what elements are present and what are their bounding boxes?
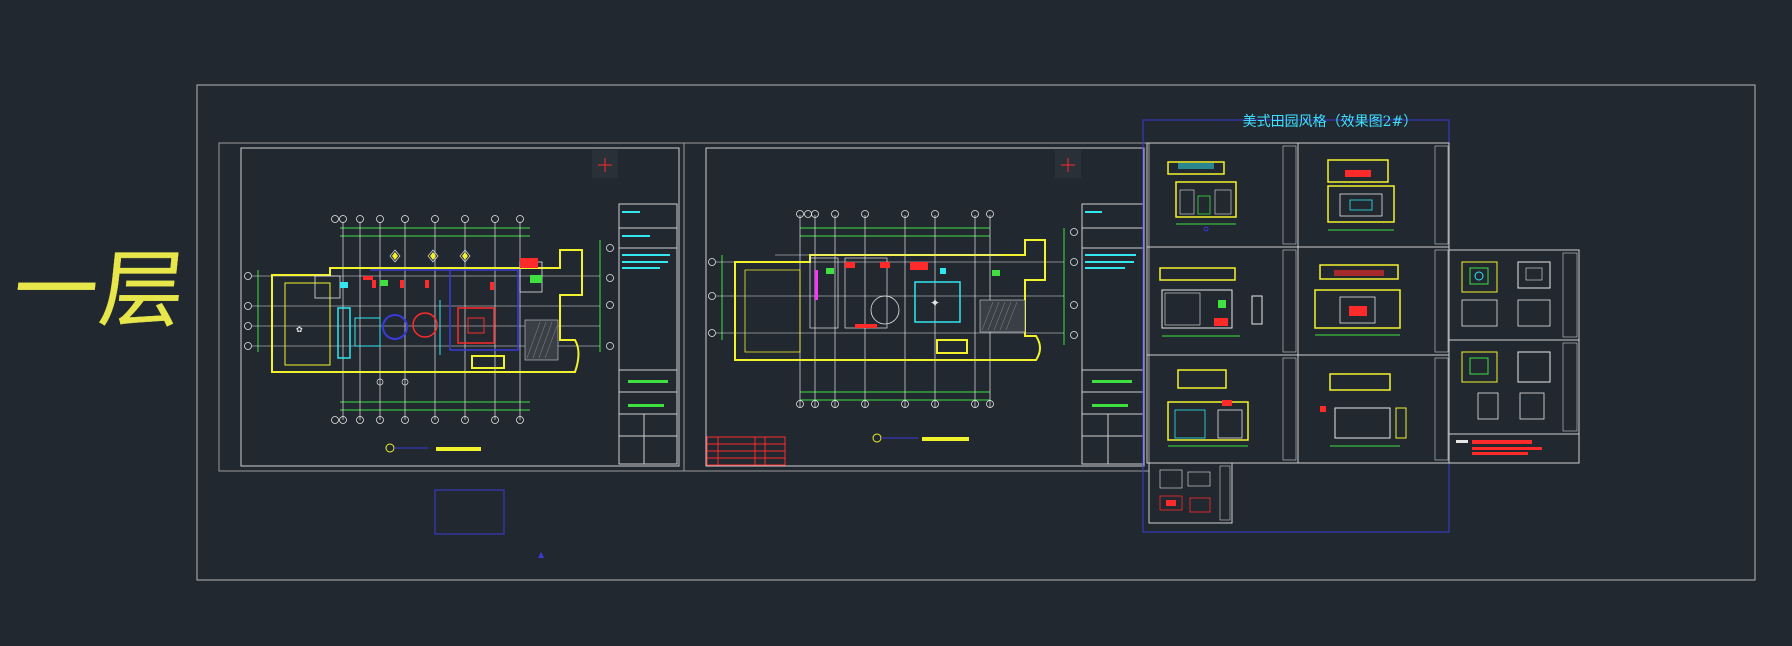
layout-outer-border: [196, 84, 1756, 581]
floor-label: 一层: [8, 241, 192, 339]
svg-text:✦: ✦: [930, 296, 940, 310]
sheet-elevations: [1142, 119, 1450, 533]
viewport-marker: [434, 489, 505, 535]
sheet-title: 美式田园风格（效果图2#）: [1242, 114, 1418, 130]
ucs-marker: ▲: [538, 550, 545, 559]
sheet-ceiling-details: [1448, 249, 1580, 464]
sheet-floor-plan-2: ✦: [683, 142, 1150, 472]
sheet-floor-plan-1: ✿: [218, 142, 685, 472]
svg-text:✿: ✿: [296, 325, 303, 334]
